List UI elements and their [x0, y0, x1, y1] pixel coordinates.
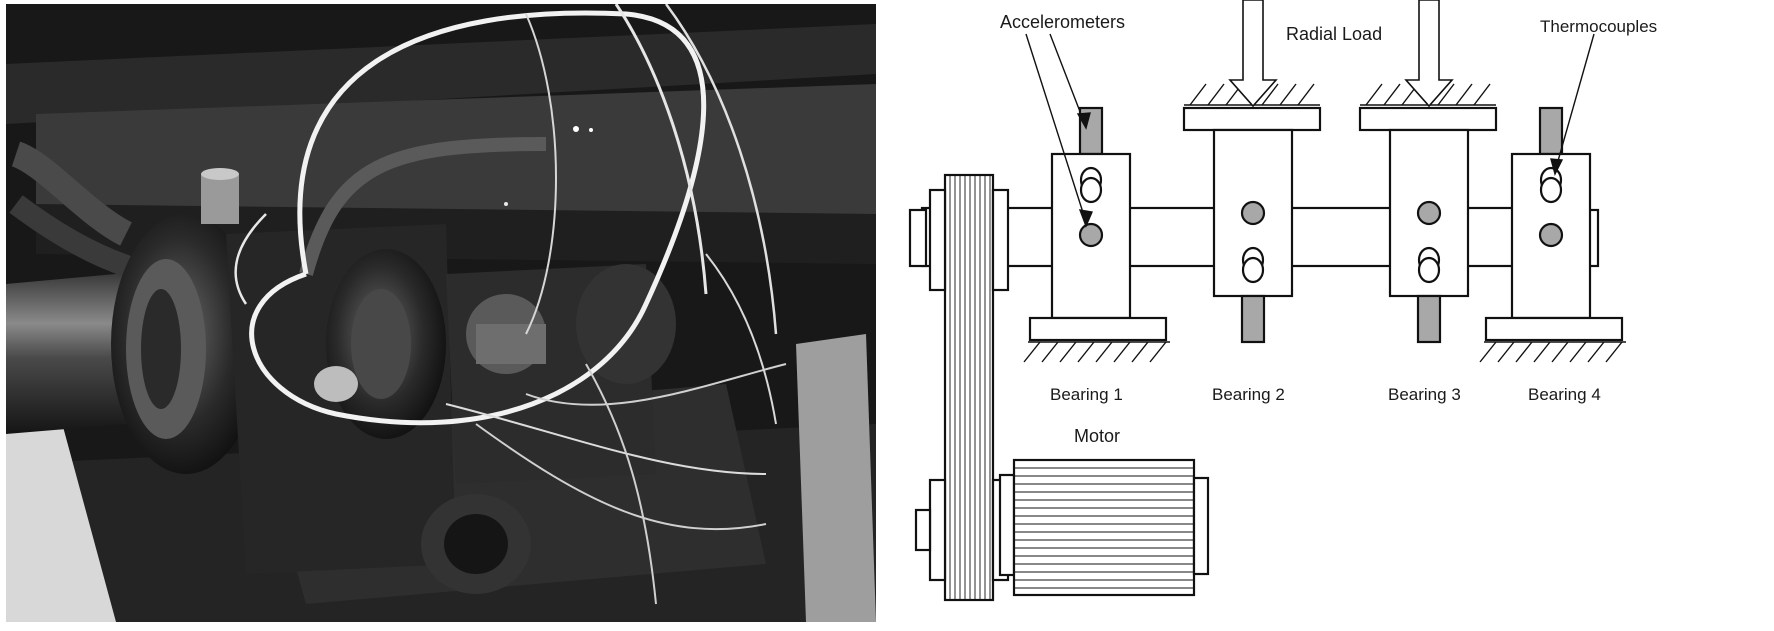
- bearing-1: [1028, 106, 1168, 342]
- motor-body: [1012, 458, 1196, 597]
- drive-pulley-upper: [943, 173, 995, 602]
- bearing-2-load-plate: [1182, 106, 1322, 132]
- motor-label: Motor: [1074, 426, 1120, 446]
- shaft-end-left: [908, 208, 928, 268]
- thermocouples-label: Thermocouples: [1540, 17, 1657, 36]
- accelerometers-label: Accelerometers: [1000, 12, 1125, 32]
- motor-shaft-stub: [914, 508, 932, 552]
- bearing-2-thermocouple-hole: [1241, 256, 1265, 284]
- bearing-1-label: Bearing 1: [1050, 385, 1123, 404]
- bearing-3-load-plate: [1358, 106, 1498, 132]
- motor-end-cap-right: [1192, 476, 1210, 576]
- pulley-hub-lower-left: [928, 478, 947, 582]
- bearing-4-base: [1484, 316, 1624, 342]
- radial-load-label: Radial Load: [1286, 24, 1382, 44]
- bearing-3-sensor-bottom: [1416, 294, 1442, 344]
- bearing-3: [1358, 106, 1498, 344]
- bearing-3-thermocouple-hole: [1417, 256, 1441, 284]
- bearing-1-accelerometer: [1078, 222, 1104, 248]
- bearing-4: [1484, 106, 1624, 342]
- bearing-1-base: [1028, 316, 1168, 342]
- bearing-3-load-arrow: [1404, 0, 1454, 108]
- thermocouples-leader: [1550, 33, 1595, 176]
- bearing-2-load-arrow: [1228, 0, 1278, 108]
- test-rig-photo-drawing: [6, 4, 876, 622]
- bearing-2-accelerometer: [1240, 200, 1266, 226]
- bearing-2-sensor-bottom: [1240, 294, 1266, 344]
- test-rig-photo: [6, 4, 876, 622]
- accelerometers-leaders: [1025, 33, 1093, 228]
- bearing-test-rig-schematic: Accelerometers Radial Load Thermocouples…: [900, 0, 1774, 626]
- bearing-3-accelerometer: [1416, 200, 1442, 226]
- bearing-2: [1182, 106, 1322, 344]
- pulley-hub-upper-left: [928, 188, 947, 292]
- bearing-4-accelerometer: [1538, 222, 1564, 248]
- motor-end-cap: [998, 473, 1016, 577]
- pulley-hub-upper-right: [991, 188, 1010, 292]
- bearing-4-label: Bearing 4: [1528, 385, 1601, 404]
- bearing-4-sensor-top: [1538, 106, 1564, 156]
- bearing-4-ground-hatch: [1479, 341, 1626, 363]
- schematic-drawing: Accelerometers Radial Load Thermocouples…: [908, 0, 1657, 602]
- bearing-3-label: Bearing 3: [1388, 385, 1461, 404]
- bearing-1-ground-hatch: [1023, 341, 1170, 363]
- bearing-2-label: Bearing 2: [1212, 385, 1285, 404]
